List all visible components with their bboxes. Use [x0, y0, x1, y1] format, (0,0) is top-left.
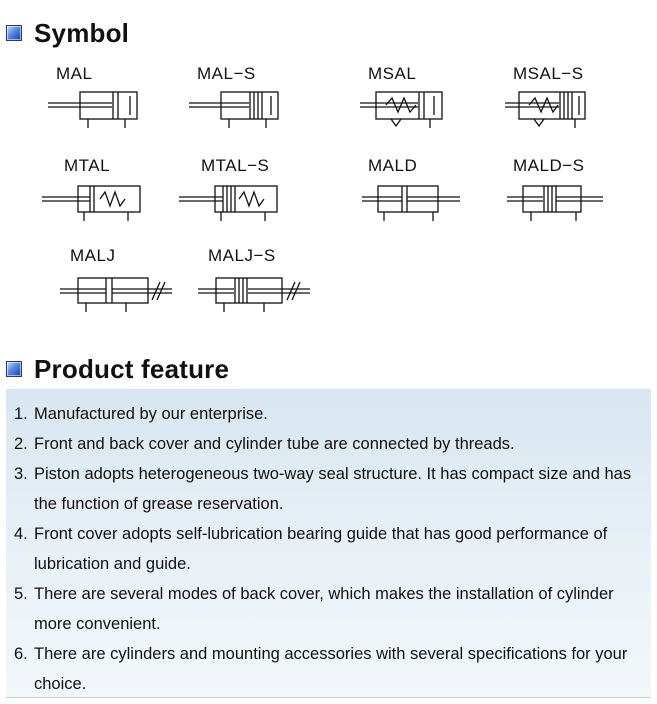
feature-item: 1. Manufactured by our enterprise.	[6, 399, 651, 429]
symbol-malj: MALJ	[56, 246, 196, 318]
symbol-msal-s: MSAL−S	[503, 64, 643, 136]
feature-number: 2.	[14, 435, 28, 453]
feature-number: 5.	[14, 585, 28, 603]
symbol-label: MTAL−S	[201, 156, 270, 175]
symbol-malj-s: MALJ−S	[194, 246, 334, 318]
feature-item: 6. There are cylinders and mounting acce…	[6, 639, 651, 699]
cylinder-symbol-icon	[360, 91, 443, 128]
cylinder-symbol-icon	[179, 185, 278, 221]
cylinder-symbol-icon	[505, 91, 586, 128]
feature-panel: 1. Manufactured by our enterprise. 2. Fr…	[6, 389, 651, 698]
symbol-label: MSAL−S	[513, 64, 584, 83]
symbol-label: MSAL	[368, 64, 417, 83]
cylinder-symbol-icon	[362, 185, 460, 221]
symbol-mald: MALD	[356, 156, 496, 228]
feature-list: 1. Manufactured by our enterprise. 2. Fr…	[6, 389, 651, 699]
symbol-section-header: Symbol	[6, 18, 129, 48]
feature-item: 4. Front cover adopts self-lubrication b…	[6, 519, 651, 579]
symbol-msal: MSAL	[356, 64, 496, 136]
symbol-label: MALD	[368, 156, 418, 175]
symbol-mtal-s: MTAL−S	[175, 156, 315, 228]
feature-text: Manufactured by our enterprise.	[34, 405, 268, 423]
symbol-label: MAL	[56, 64, 93, 83]
symbol-section-title: Symbol	[34, 17, 130, 48]
feature-item: 5. There are several modes of back cover…	[6, 579, 651, 639]
feature-text: Piston adopts heterogeneous two-way seal…	[34, 465, 632, 513]
square-bullet-icon	[6, 361, 22, 377]
symbol-mtal: MTAL	[38, 156, 178, 228]
cylinder-symbol-icon	[48, 91, 138, 128]
cylinder-symbol-icon	[42, 185, 141, 221]
symbol-label: MALD−S	[513, 156, 585, 175]
feature-text: Front cover adopts self-lubrication bear…	[34, 525, 608, 573]
symbol-label: MALJ−S	[208, 246, 276, 265]
cylinder-symbol-icon	[198, 277, 310, 312]
symbol-label: MTAL	[64, 156, 111, 175]
symbol-label: MAL−S	[197, 64, 256, 83]
feature-number: 3.	[14, 465, 28, 483]
symbol-label: MALJ	[70, 246, 116, 265]
product-feature-header: Product feature	[6, 354, 229, 384]
cylinder-symbol-icon	[189, 91, 279, 128]
feature-number: 6.	[14, 645, 28, 663]
feature-item: 3. Piston adopts heterogeneous two-way s…	[6, 459, 651, 519]
symbol-mald-s: MALD−S	[503, 156, 643, 228]
feature-text: There are several modes of back cover, w…	[34, 585, 614, 633]
feature-text: There are cylinders and mounting accesso…	[34, 645, 628, 693]
symbol-mal: MAL	[42, 64, 182, 136]
square-bullet-icon	[6, 25, 22, 41]
feature-number: 4.	[14, 525, 28, 543]
feature-number: 1.	[14, 405, 28, 423]
cylinder-symbol-icon	[60, 277, 172, 312]
feature-item: 2. Front and back cover and cylinder tub…	[6, 429, 651, 459]
cylinder-symbol-icon	[507, 185, 603, 221]
symbol-mal-s: MAL−S	[183, 64, 323, 136]
product-feature-title: Product feature	[34, 353, 230, 384]
feature-text: Front and back cover and cylinder tube a…	[34, 435, 515, 453]
